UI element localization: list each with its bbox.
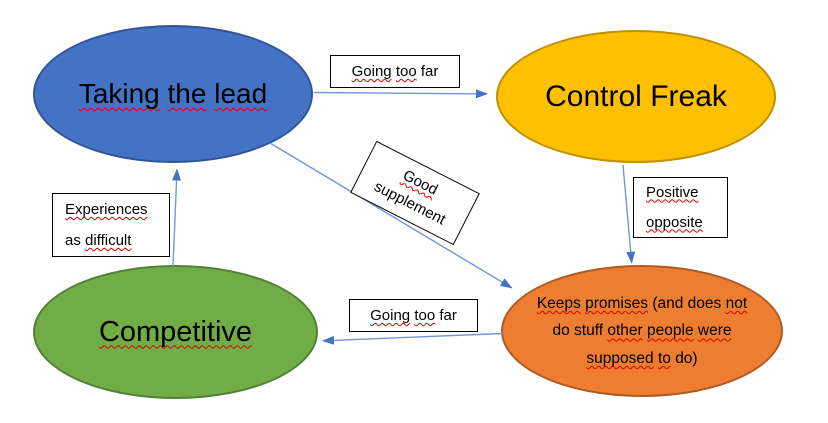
edge-competitive-to-taking[interactable] [172, 168, 182, 267]
node-competitive-label: Competitive [98, 315, 253, 348]
edge-keeps-to-competitive[interactable] [322, 332, 504, 345]
node-control-freak-label: Control Freak [545, 79, 727, 113]
edge-label-going-too-far-top[interactable]: Going too far [330, 55, 460, 88]
node-taking-the-lead-label: Taking the lead [78, 78, 268, 109]
edge-control-to-keeps[interactable] [622, 164, 636, 264]
node-control-freak[interactable]: Control Freak [496, 30, 776, 163]
node-competitive[interactable]: Competitive [33, 265, 318, 399]
node-taking-the-lead[interactable]: Taking the lead [33, 25, 313, 163]
edge-label-going-too-far-bottom[interactable]: Going too far [349, 299, 478, 332]
edge-taking-to-keeps[interactable] [269, 142, 513, 289]
edge-taking-to-control[interactable] [313, 89, 488, 99]
